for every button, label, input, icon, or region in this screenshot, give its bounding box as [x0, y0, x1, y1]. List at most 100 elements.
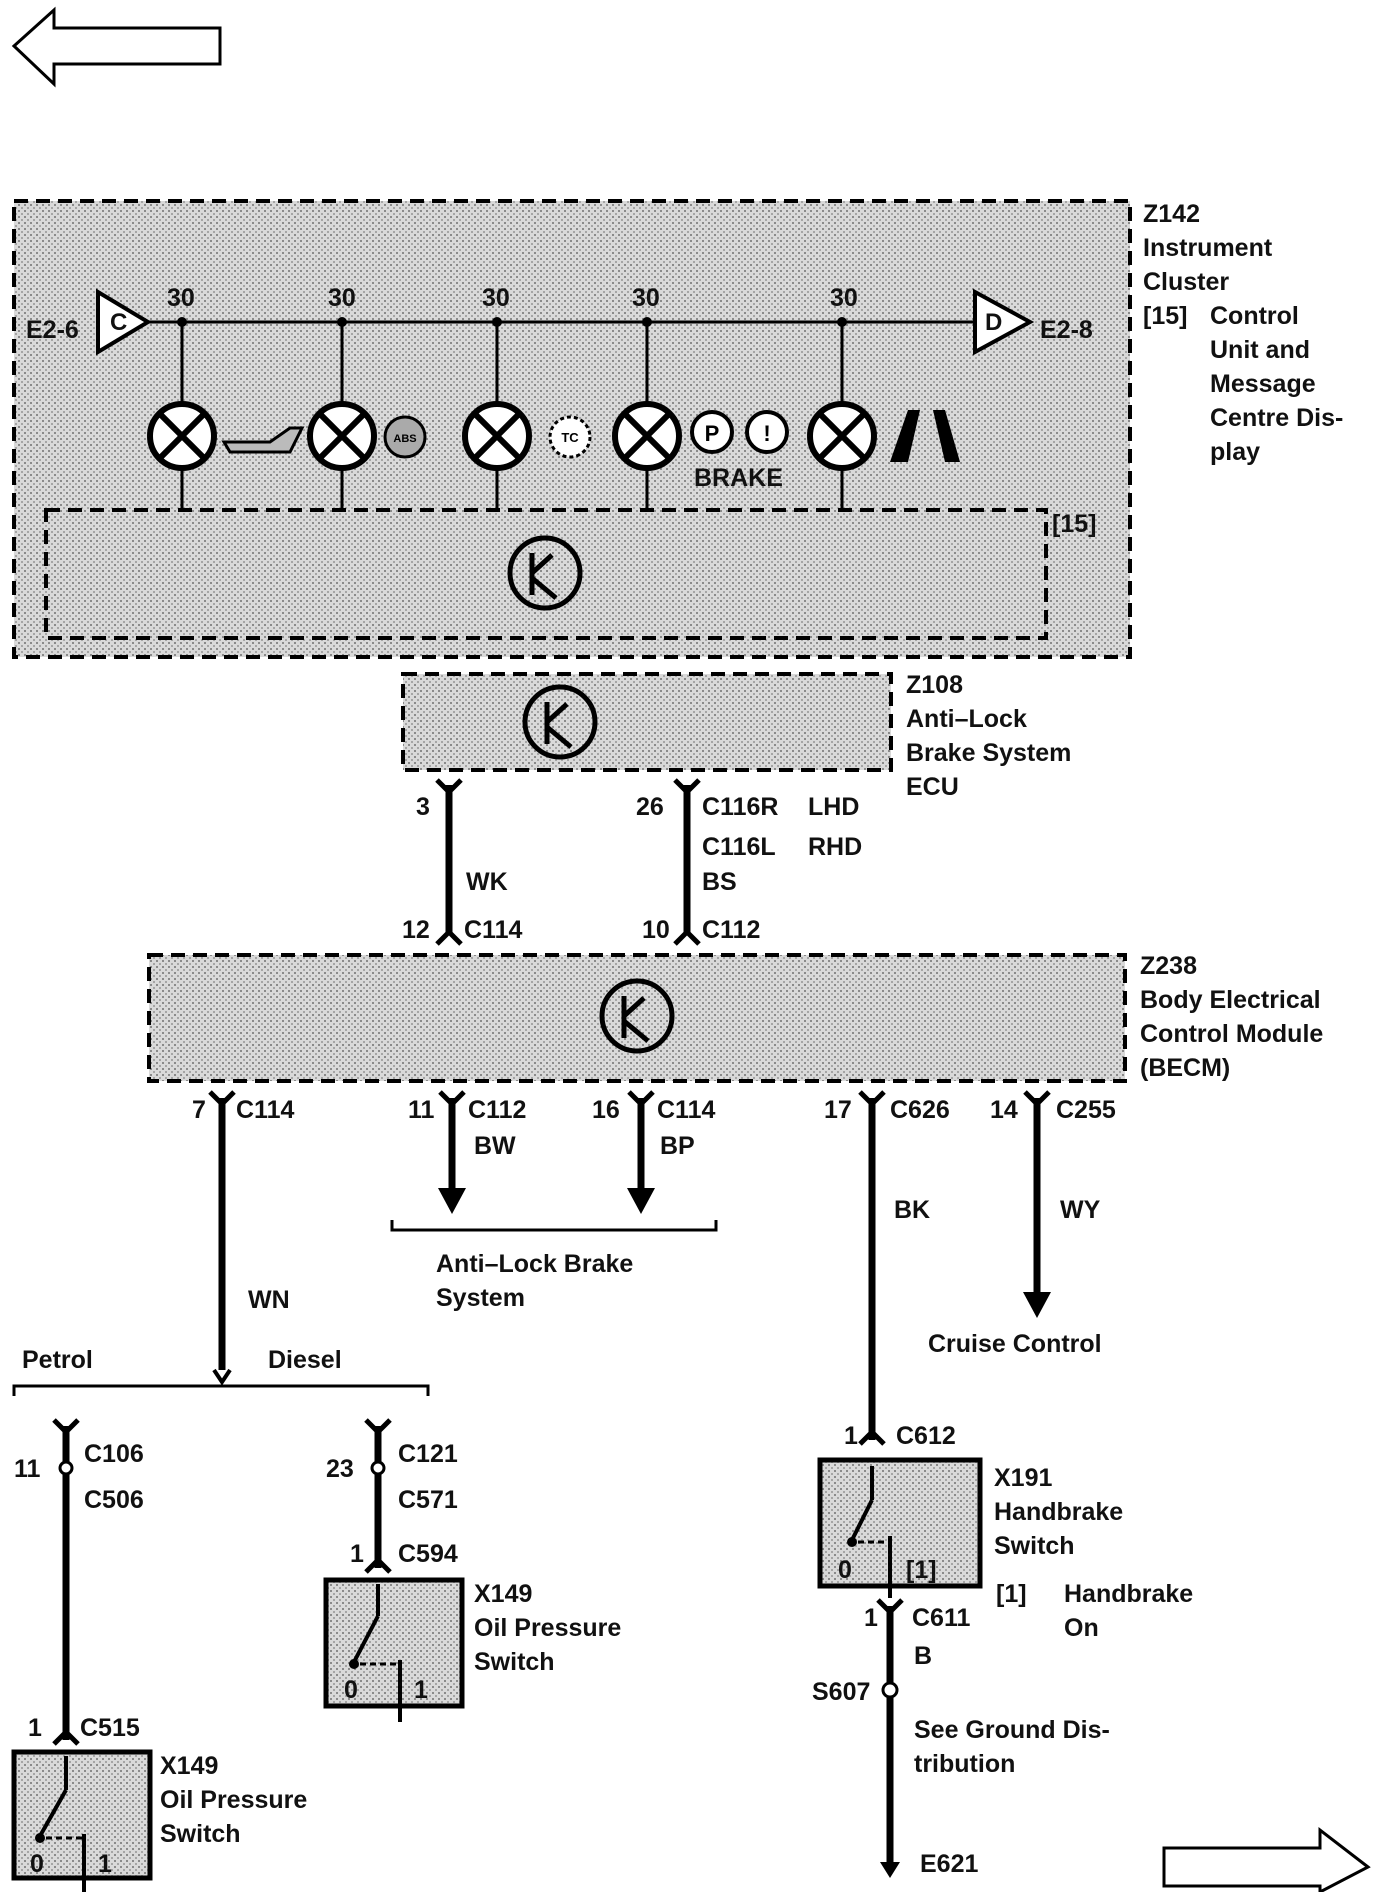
diesel-switch-contact-icon: 0 1 [344, 1584, 428, 1722]
abs-ecu-name-1: Anti–Lock [906, 705, 1027, 733]
ground-icon [880, 1862, 900, 1878]
handbrake-switch-name-1: Handbrake [994, 1498, 1123, 1526]
handbrake-switch-contact-icon: 0 [1] [838, 1466, 937, 1598]
svg-text:1: 1 [414, 1676, 428, 1704]
cluster-control-unit-box [44, 508, 1048, 640]
oil-warning-lamp-icon [147, 317, 217, 512]
cluster-note-4: Centre Dis- [1210, 404, 1343, 432]
abs-dest-2: System [436, 1284, 525, 1312]
brake-label: BRAKE [694, 464, 783, 492]
cruise-control-label: Cruise Control [928, 1330, 1102, 1358]
handbrake-note-1: Handbrake [1064, 1580, 1193, 1608]
abs-ecu-name-3: ECU [906, 773, 959, 801]
svg-text:C506: C506 [84, 1486, 144, 1514]
parking-brake-symbol-icon: P ! [690, 410, 789, 454]
next-page-arrow-icon[interactable] [1162, 1826, 1371, 1892]
svg-text:1: 1 [350, 1540, 364, 1568]
petrol-switch-id: X149 [160, 1752, 218, 1780]
becm-output-7: 7 C114 WN [192, 1090, 294, 1370]
becm-pin-12: 12 [402, 916, 430, 944]
svg-text:C121: C121 [398, 1440, 458, 1468]
abs-symbol-icon: ABS [383, 415, 427, 459]
engine-branch-bracket [12, 1384, 430, 1396]
connector-c-letter: C [110, 309, 127, 336]
petrol-oil-pressure-circuit: 11 C106 C506 1 C515 [14, 1418, 144, 1746]
svg-text:TC: TC [561, 430, 579, 445]
petrol-switch-name-1: Oil Pressure [160, 1786, 307, 1814]
svg-text:23: 23 [326, 1455, 354, 1483]
tc-symbol-icon: TC [548, 415, 592, 459]
abs-conn-r1: C116R [702, 793, 778, 821]
becm-name-2: Control Module [1140, 1020, 1323, 1048]
cluster-note-2: Unit and [1210, 336, 1310, 364]
oil-can-icon [221, 426, 305, 454]
svg-text:11: 11 [14, 1455, 41, 1483]
becm-name-1: Body Electrical [1140, 986, 1321, 1014]
abs-ecu-name-2: Brake System [906, 739, 1071, 767]
svg-text:11: 11 [408, 1096, 435, 1124]
svg-text:C594: C594 [398, 1540, 458, 1568]
prev-page-arrow-icon[interactable] [11, 6, 222, 88]
warning-lamps: ABS TC P ! BRAKE [147, 317, 960, 512]
connector-e2-8-label: E2-8 [1040, 316, 1093, 344]
diesel-switch-id: X149 [474, 1580, 532, 1608]
svg-text:C626: C626 [890, 1096, 950, 1124]
svg-text:C255: C255 [1056, 1096, 1116, 1124]
petrol-switch-contact-icon: 0 1 [30, 1756, 112, 1892]
svg-text:C515: C515 [80, 1714, 140, 1742]
handbrake-note-ref: [1] [996, 1580, 1027, 1608]
abs-ecu-symbol-icon [522, 684, 598, 760]
svg-text:7: 7 [192, 1096, 206, 1124]
cluster-note-ref: [15] [1143, 302, 1187, 330]
pin-30-label-5: 30 [830, 284, 858, 312]
svg-text:0: 0 [838, 1556, 852, 1584]
petrol-switch-name-2: Switch [160, 1820, 241, 1848]
cluster-name-2: Cluster [1143, 268, 1229, 296]
handbrake-pin-bot: 1 [864, 1604, 878, 1632]
abs-conn-r1-note: LHD [808, 793, 859, 821]
cluster-note-1: Control [1210, 302, 1299, 330]
ground-note-1: See Ground Dis- [914, 1716, 1110, 1744]
svg-text:WN: WN [248, 1286, 290, 1314]
svg-text:16: 16 [592, 1096, 620, 1124]
cluster-note-5: play [1210, 438, 1260, 466]
becm-conn-c112-in: C112 [702, 916, 760, 944]
svg-text:C112: C112 [468, 1096, 526, 1124]
svg-text:!: ! [763, 421, 770, 446]
connector-d-letter: D [985, 309, 1002, 336]
svg-text:C106: C106 [84, 1440, 144, 1468]
svg-text:BW: BW [474, 1132, 516, 1160]
connector-d-triangle [973, 288, 1035, 356]
handbrake-note-2: On [1064, 1614, 1099, 1642]
cluster-inner-ref: [15] [1052, 510, 1096, 538]
handbrake-switch-box [817, 1457, 983, 1589]
handbrake-conn-top: C612 [896, 1422, 956, 1450]
cluster-ecu-symbol-icon [507, 535, 583, 611]
becm-name-3: (BECM) [1140, 1054, 1230, 1082]
cluster-id: Z142 [1143, 200, 1200, 228]
wire-wk-label: WK [466, 868, 508, 896]
svg-text:P: P [705, 421, 720, 446]
becm-output-17: 17 C626 BK [824, 1090, 950, 1440]
svg-text:BK: BK [894, 1196, 930, 1224]
connector-e2-6-label: E2-6 [26, 316, 79, 344]
abs-pin-left: 3 [416, 793, 430, 821]
abs-pin-right: 26 [636, 793, 664, 821]
becm-output-14: 14 C255 WY [990, 1090, 1116, 1318]
branch-petrol: Petrol [22, 1346, 93, 1374]
abs-dest-1: Anti–Lock Brake [436, 1250, 633, 1278]
pin-30-label-1: 30 [167, 284, 195, 312]
diesel-switch-name-2: Switch [474, 1648, 555, 1676]
becm-id: Z238 [1140, 952, 1197, 980]
svg-text:14: 14 [990, 1096, 1018, 1124]
handbrake-pin-top: 1 [844, 1422, 858, 1450]
diesel-oil-pressure-circuit: 23 C121 C571 1 C594 [326, 1418, 458, 1574]
svg-text:C114: C114 [236, 1096, 294, 1124]
svg-text:1: 1 [98, 1850, 112, 1878]
abs-warning-lamp-icon [307, 317, 377, 512]
becm-conn-c114-in: C114 [464, 916, 522, 944]
pin-30-label-4: 30 [632, 284, 660, 312]
ground-label: E621 [920, 1850, 978, 1878]
svg-text:BP: BP [660, 1132, 695, 1160]
traction-control-lamp-icon [462, 317, 532, 512]
